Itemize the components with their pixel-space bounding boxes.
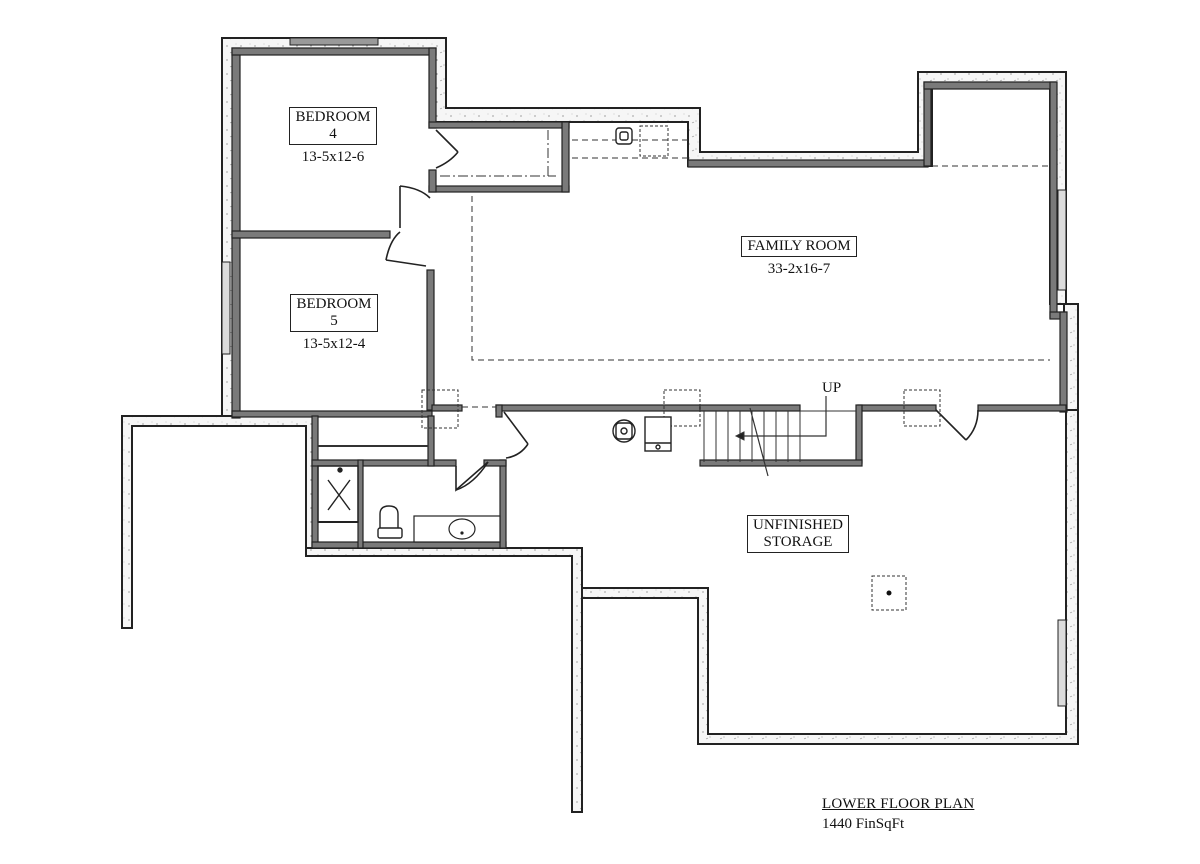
foundation-walls <box>121 37 1079 813</box>
room-name: BEDROOM <box>296 296 372 312</box>
water-heater <box>612 419 636 443</box>
windows <box>221 37 1067 707</box>
room-label-unfinished-storage: UNFINISHED STORAGE <box>735 515 861 553</box>
room-dimensions: 33-2x16-7 <box>767 261 831 277</box>
room-number: 4 <box>329 126 337 142</box>
room-name-box: FAMILY ROOM <box>741 236 857 257</box>
room-name-box: BEDROOM 4 <box>289 107 377 145</box>
room-label-bedroom-5: BEDROOM 5 13-5x12-4 <box>284 294 384 353</box>
room-name-line2: STORAGE <box>763 534 833 550</box>
plan-finished-area: 1440 FinSqFt <box>822 816 905 832</box>
dashed-lines <box>462 139 1050 408</box>
dotted-boxes <box>421 125 941 611</box>
room-name-box: UNFINISHED STORAGE <box>747 515 849 553</box>
room-name-box: BEDROOM 5 <box>290 294 378 332</box>
room-dimensions: 13-5x12-6 <box>301 149 365 165</box>
room-dimensions: 13-5x12-4 <box>302 336 366 352</box>
room-name: FAMILY ROOM <box>747 238 851 254</box>
bar-sink <box>615 127 633 145</box>
plan-title-block: LOWER FLOOR PLAN 1440 FinSqFt <box>822 796 974 833</box>
toilet <box>377 505 403 539</box>
stairs <box>703 396 856 477</box>
shower <box>317 465 359 523</box>
room-number: 5 <box>330 313 338 329</box>
closet-shelf-lines <box>318 130 556 447</box>
doors <box>385 129 979 492</box>
room-label-bedroom-4: BEDROOM 4 13-5x12-6 <box>283 107 383 166</box>
room-label-family-room: FAMILY ROOM 33-2x16-7 <box>726 236 872 278</box>
plan-title: LOWER FLOOR PLAN <box>822 796 975 812</box>
vanity <box>413 515 501 543</box>
room-name: BEDROOM <box>295 109 371 125</box>
post-marker <box>886 590 892 596</box>
furnace <box>644 416 672 452</box>
stairs-up-label: UP <box>822 380 842 396</box>
room-name: UNFINISHED <box>753 517 843 533</box>
